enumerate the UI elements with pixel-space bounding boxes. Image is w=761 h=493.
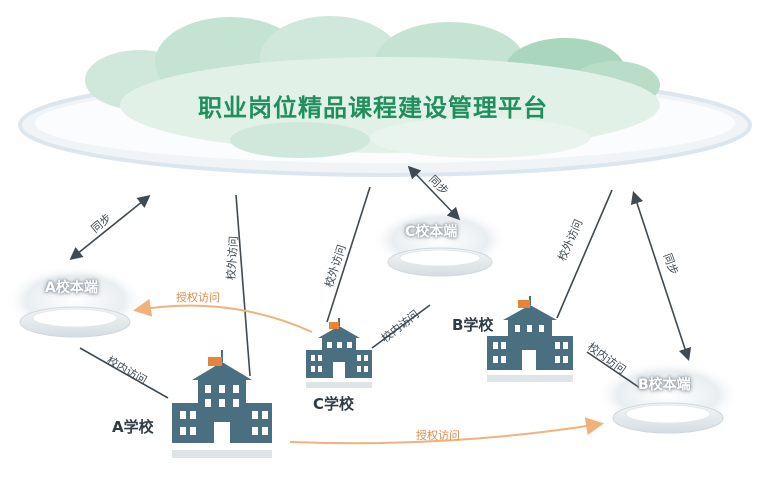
- school-b-label: B学校: [452, 316, 494, 334]
- edge-authorized-1: 授权访问: [176, 291, 220, 304]
- node-c-local-label: C校本端: [405, 224, 458, 240]
- edge-external-a: 校外访问: [224, 235, 241, 281]
- school-a-building: [172, 350, 272, 458]
- node-a-local-disc: [5, 265, 145, 338]
- cloud-platform: [18, 16, 752, 177]
- node-b-local-disc: [596, 361, 740, 434]
- school-a-label: A学校: [112, 418, 154, 436]
- platform-title: 职业岗位精品课程建设管理平台: [198, 94, 548, 122]
- node-a-local-label: A校本端: [45, 280, 98, 296]
- node-b-local-label: B校本端: [638, 377, 691, 393]
- authorized-arrows: [133, 298, 604, 445]
- node-c-local-disc: [372, 208, 508, 277]
- school-b-building: [487, 296, 573, 382]
- school-c-label: C学校: [313, 395, 355, 413]
- connections: [69, 165, 692, 399]
- edge-authorized-2: 授权访问: [416, 429, 460, 442]
- school-c-building: [306, 318, 372, 388]
